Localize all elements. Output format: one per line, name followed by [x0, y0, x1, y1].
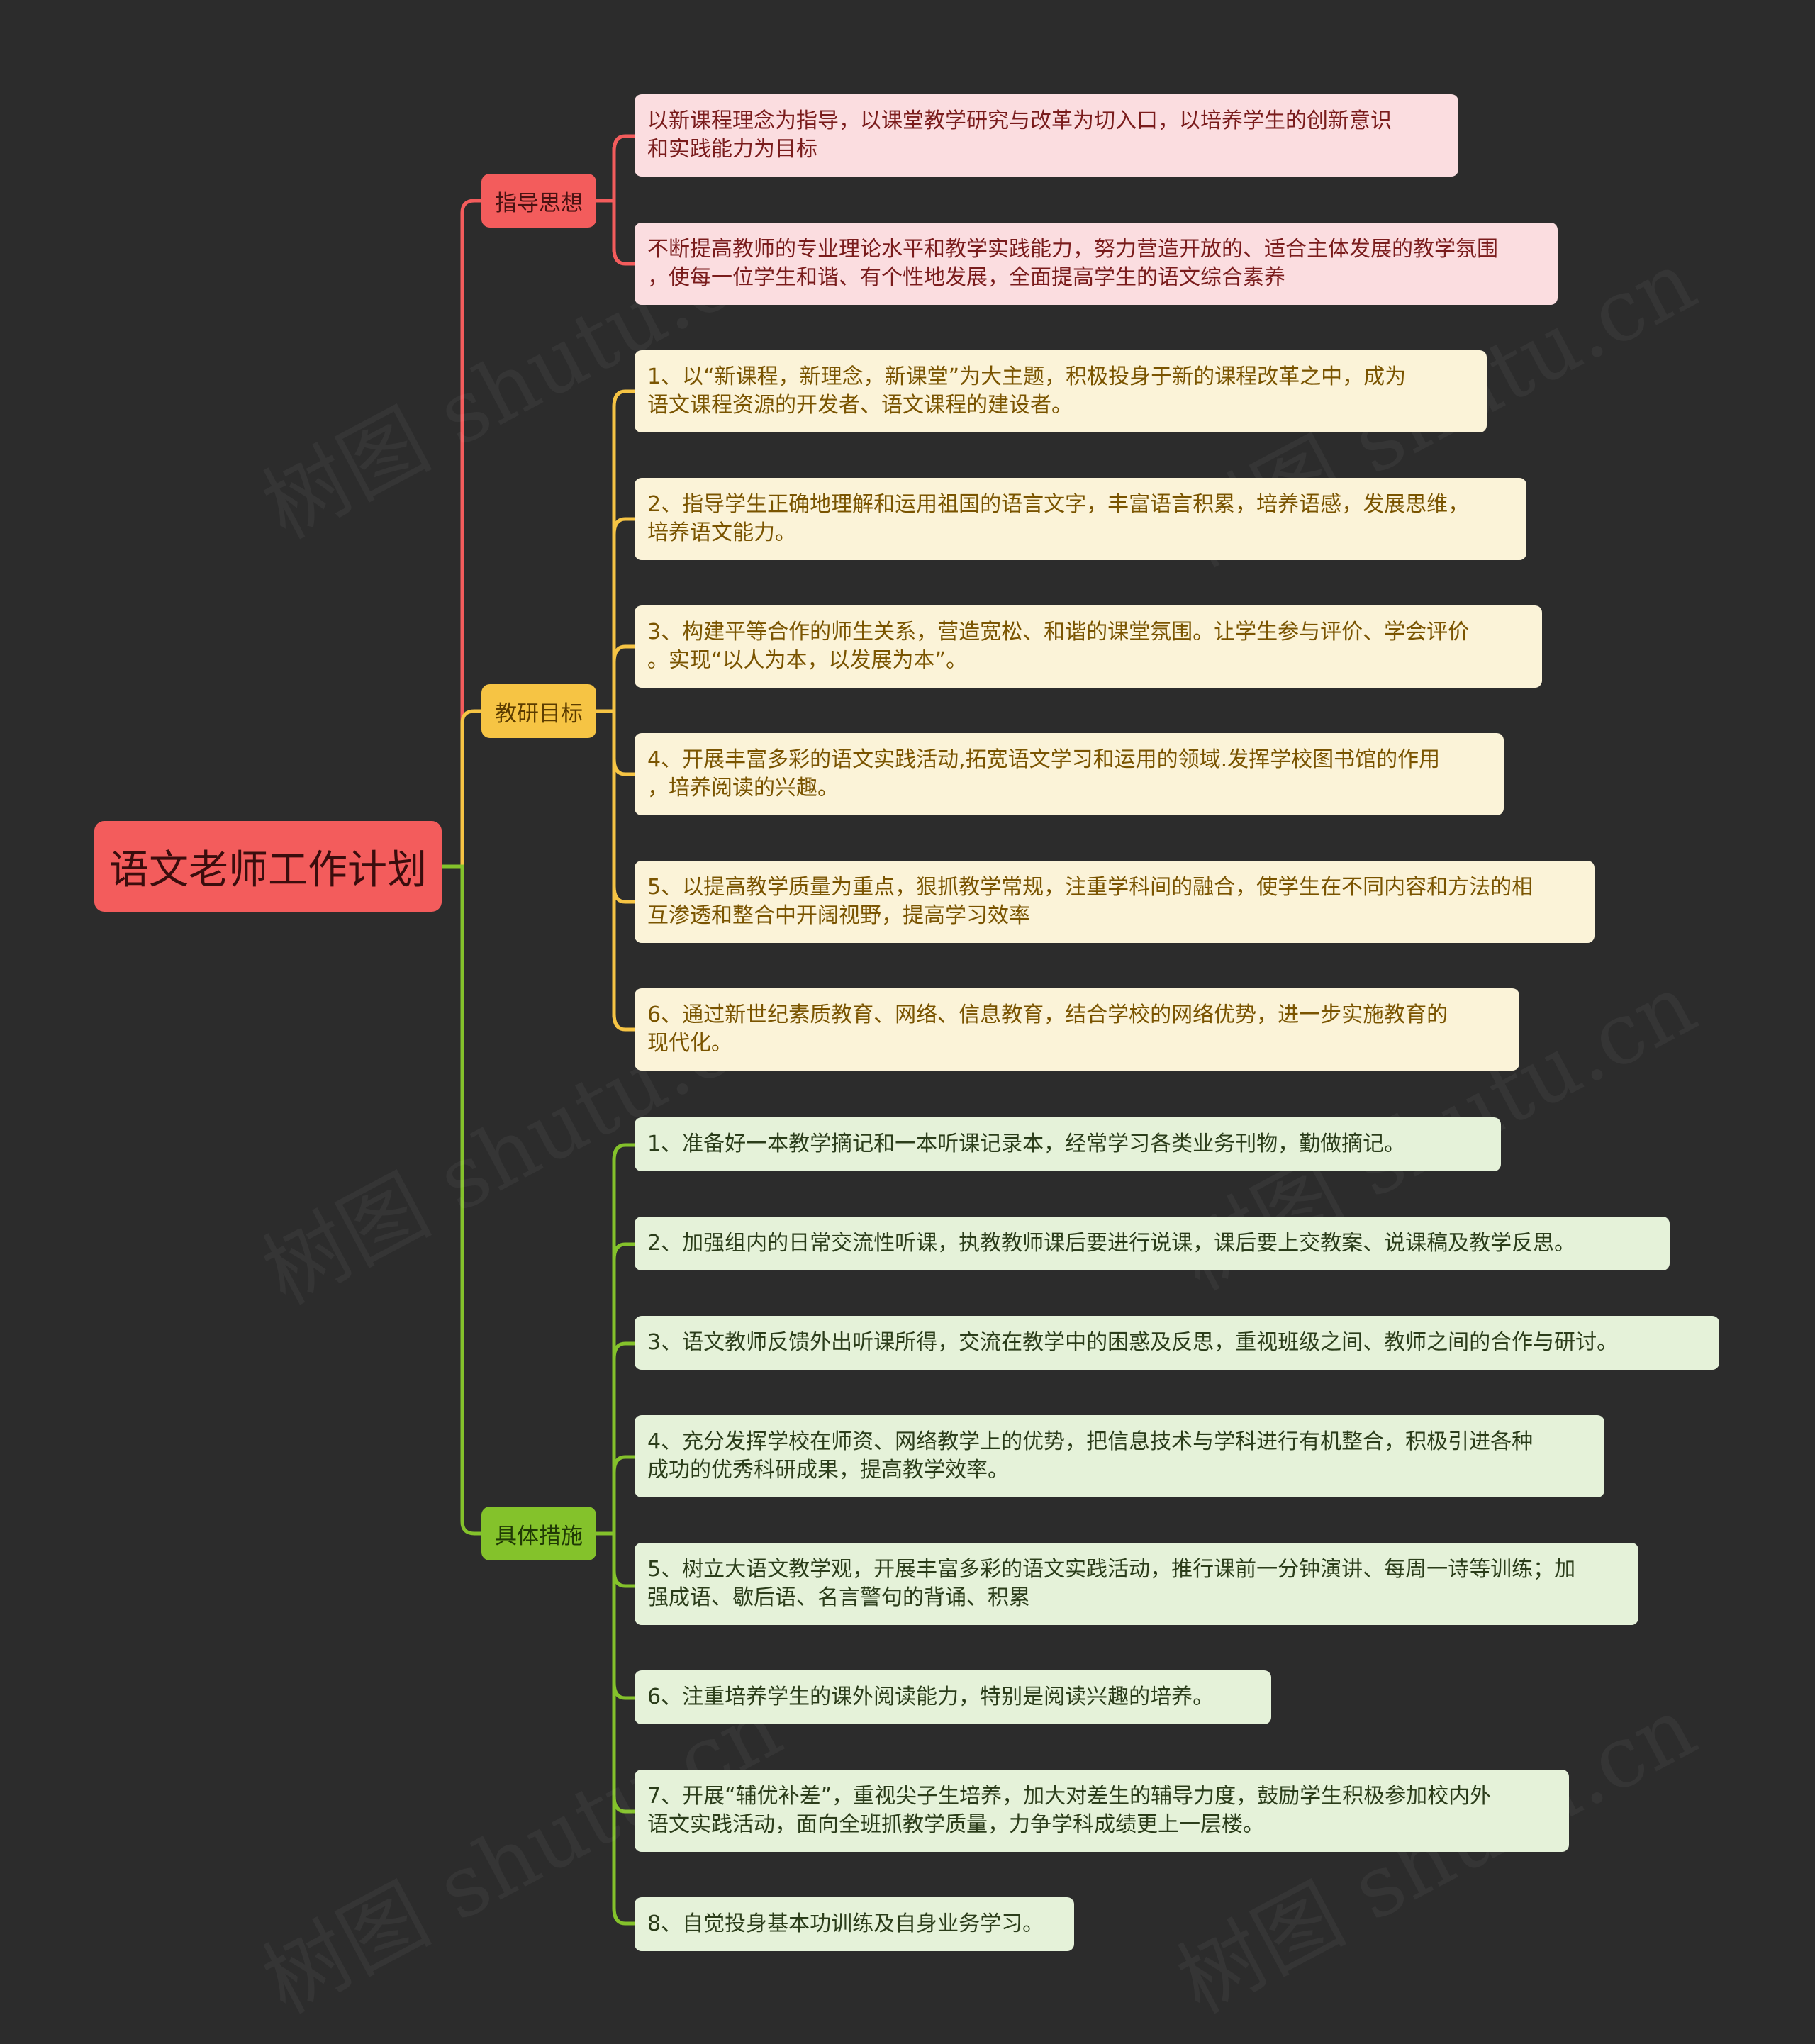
connector-measures-6 [612, 1680, 637, 1700]
connector-measures-7 [612, 1794, 637, 1814]
connector-measures-5 [612, 1568, 637, 1588]
connector-guiding-1 [612, 134, 637, 154]
connector-goals-6 [612, 1012, 637, 1032]
connector-measures-3 [612, 1341, 637, 1361]
connector-goals-trunk [594, 404, 616, 1019]
leaf-measures-3[interactable]: 3、语文教师反馈外出听课所得，交流在教学中的困惑及反思，重视班级之间、教师之间的… [635, 1316, 1719, 1370]
connector-measures-4 [612, 1455, 637, 1475]
connector-goals-3 [612, 644, 637, 664]
connector-guiding-trunk [594, 146, 616, 253]
connector-goals-5 [612, 884, 637, 904]
leaf-measures-2[interactable]: 2、加强组内的日常交流性听课，执教教师课后要进行说课，课后要上交教案、说课稿及教… [635, 1217, 1670, 1270]
leaf-measures-8[interactable]: 8、自觉投身基本功训练及自身业务学习。 [635, 1897, 1074, 1951]
leaf-goals-5[interactable]: 5、以提高教学质量为重点，狠抓教学常规，注重学科间的融合，使学生在不同内容和方法… [635, 861, 1595, 943]
branch-specific-measures[interactable]: 具体措施 [481, 1507, 596, 1560]
connector-goals-2 [612, 517, 637, 537]
leaf-measures-6[interactable]: 6、注重培养学生的课外阅读能力，特别是阅读兴趣的培养。 [635, 1670, 1271, 1724]
root-topic[interactable]: 语文老师工作计划 [94, 821, 442, 912]
leaf-measures-4[interactable]: 4、充分发挥学校在师资、网络教学上的优势，把信息技术与学科进行有机整合，积极引进… [635, 1415, 1604, 1497]
leaf-guiding-2[interactable]: 不断提高教师的专业理论水平和教学实践能力，努力营造开放的、适合主体发展的教学氛围… [635, 223, 1558, 305]
connector-guiding-2 [612, 246, 637, 266]
leaf-measures-7[interactable]: 7、开展“辅优补差”，重视尖子生培养，加大对差生的辅导力度，鼓励学生积极参加校内… [635, 1770, 1569, 1852]
leaf-guiding-1[interactable]: 以新课程理念为指导，以课堂教学研究与改革为切入口，以培养学生的创新意识 和实践能… [635, 94, 1458, 177]
connector-measures-8 [612, 1906, 637, 1926]
leaf-measures-5[interactable]: 5、树立大语文教学观，开展丰富多彩的语文实践活动，推行课前一分钟演讲、每周一诗等… [635, 1543, 1638, 1625]
leaf-goals-6[interactable]: 6、通过新世纪素质教育、网络、信息教育，结合学校的网络优势，进一步实施教育的 现… [635, 988, 1519, 1071]
leaf-goals-4[interactable]: 4、开展丰富多彩的语文实践活动,拓宽语文学习和运用的领域.发挥学校图书馆的作用 … [635, 733, 1504, 815]
connector-root-guiding [440, 199, 484, 869]
leaf-goals-3[interactable]: 3、构建平等合作的师生关系，营造宽松、和谐的课堂氛围。让学生参与评价、学会评价 … [635, 605, 1542, 688]
branch-research-goals[interactable]: 教研目标 [481, 684, 596, 738]
connector-root-measures [440, 864, 484, 1536]
branch-guiding-thought[interactable]: 指导思想 [481, 174, 596, 228]
connector-root-goals [440, 709, 484, 869]
connector-measures-trunk [594, 1158, 616, 1910]
connector-goals-4 [612, 756, 637, 776]
connector-measures-1 [612, 1143, 637, 1163]
leaf-goals-2[interactable]: 2、指导学生正确地理解和运用祖国的语言文字，丰富语言积累，培养语感，发展思维， … [635, 478, 1526, 560]
leaf-measures-1[interactable]: 1、准备好一本教学摘记和一本听课记录本，经常学习各类业务刊物，勤做摘记。 [635, 1117, 1501, 1171]
connector-goals-1 [612, 389, 637, 409]
connector-measures-2 [612, 1242, 637, 1262]
leaf-goals-1[interactable]: 1、以“新课程，新理念，新课堂”为大主题，积极投身于新的课程改革之中，成为 语文… [635, 350, 1487, 432]
